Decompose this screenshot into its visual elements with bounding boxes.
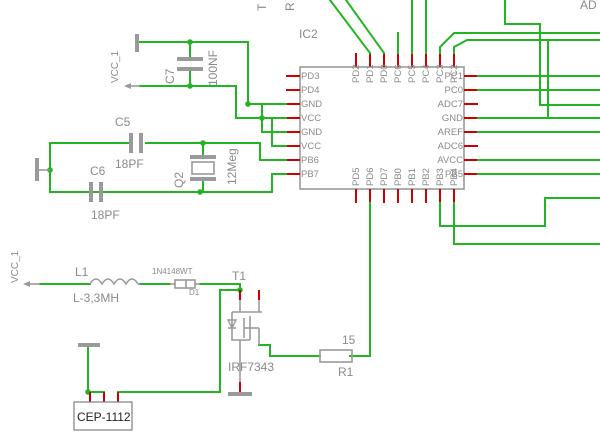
ic2-pin-pd0: PD0 bbox=[379, 65, 390, 83]
ic2-pin-pd4: PD4 bbox=[301, 85, 319, 96]
q2-label: Q2 bbox=[172, 172, 186, 188]
c6-label: C6 bbox=[90, 164, 106, 178]
wire-vcc-1 bbox=[235, 85, 287, 119]
vcc-top-label: VCC_1 bbox=[110, 50, 121, 83]
ic2-pin-pc0: PC0 bbox=[445, 85, 463, 96]
ic2-pin-pd6: PD6 bbox=[365, 168, 376, 186]
ic2-pin-pd5: PD5 bbox=[351, 168, 362, 186]
wire-pb6 bbox=[202, 142, 287, 161]
ic2-pin-pb2: PB2 bbox=[421, 168, 432, 186]
ic2-pin-pb5: PB5 bbox=[445, 169, 463, 180]
ic2-pin-aref: AREF bbox=[438, 127, 464, 138]
ic2-pin-gnd-2: GND bbox=[301, 127, 322, 138]
ic2-pin-pd1: PD1 bbox=[365, 65, 376, 83]
c6-capacitor: C6 18PF bbox=[89, 164, 120, 222]
wire-t1-r1 bbox=[258, 344, 321, 357]
ic2-pin-pb3: PB3 bbox=[435, 168, 446, 186]
t1-mosfet: T1 IRF7343 bbox=[226, 269, 274, 396]
junctions bbox=[47, 39, 265, 395]
vcc-supply-left: VCC_1 bbox=[10, 250, 40, 287]
ic2-pin-gnd-1: GND bbox=[301, 99, 322, 110]
top-fragment-ad: AD bbox=[580, 0, 597, 12]
ic2-pin-pb0: PB0 bbox=[393, 168, 404, 186]
c7-capacitor: C7 100NF bbox=[163, 50, 220, 86]
l1-label: L1 bbox=[75, 265, 89, 279]
c7-label: C7 bbox=[163, 68, 177, 84]
c5-capacitor: C5 18PF bbox=[115, 115, 144, 171]
wire-pc2 bbox=[453, 39, 600, 54]
wire-t1-connector bbox=[117, 289, 241, 393]
t1-part: IRF7343 bbox=[228, 360, 274, 374]
wire-pb3 bbox=[439, 197, 600, 227]
wire-r1-pd6 bbox=[349, 202, 371, 357]
ic2-pin-pb4: PB4 bbox=[449, 168, 460, 186]
l1-inductor: L1 L-3,3MH bbox=[73, 265, 140, 305]
vcc-left-label: VCC_1 bbox=[10, 250, 21, 283]
ground-symbol-left bbox=[35, 158, 50, 181]
ic2-right-pins: PC1 PC0 ADC7 GND AREF ADC6 AVCC PB5 bbox=[437, 71, 478, 180]
d1-part: 1N4148WT bbox=[152, 267, 193, 276]
wire-vcc-2 bbox=[271, 117, 287, 147]
ic2-pin-vcc-1: VCC bbox=[301, 113, 321, 124]
wires bbox=[39, 0, 600, 393]
ic2-label: IC2 bbox=[299, 27, 318, 41]
ic2-chip: IC2 PD3 PD4 GND VCC GND VCC PB6 PB7 bbox=[286, 27, 478, 203]
t1-label: T1 bbox=[232, 269, 246, 283]
ic2-pin-pc6: PC6 bbox=[393, 65, 404, 83]
c7-value: 100NF bbox=[206, 50, 220, 86]
ic2-pin-pd7: PD7 bbox=[379, 168, 390, 186]
ic2-pin-pb6: PB6 bbox=[301, 155, 319, 166]
ic2-pin-pc5: PC5 bbox=[407, 65, 418, 83]
wire-pd1 bbox=[328, 0, 372, 55]
wire-connector-ground bbox=[87, 344, 105, 393]
c6-value: 18PF bbox=[91, 208, 120, 222]
q2-value: 12Meg bbox=[225, 148, 239, 185]
ic2-top-pins: PD2 PD1 PD0 PC6 PC5 PC4 PC3 PC2 bbox=[351, 53, 460, 83]
ic2-pin-pc4: PC4 bbox=[421, 65, 432, 83]
ic2-pin-pb7: PB7 bbox=[301, 169, 319, 180]
ic2-pin-adc6: ADC6 bbox=[438, 141, 463, 152]
c5-label: C5 bbox=[115, 115, 131, 129]
ic2-pin-adc7: ADC7 bbox=[438, 99, 463, 110]
q2-crystal: Q2 12Meg bbox=[172, 148, 239, 188]
ic2-left-pins: PD3 PD4 GND VCC GND VCC PB6 PB7 bbox=[286, 71, 322, 180]
cep-1112-connector: CEP-1112 bbox=[73, 392, 133, 431]
top-fragment-t: T bbox=[255, 3, 269, 11]
ic2-bottom-pins: PD5 PD6 PD7 PB0 PB1 PB2 PB3 PB4 bbox=[351, 168, 460, 203]
r1-label: R1 bbox=[338, 365, 354, 379]
ic2-pin-pd2: PD2 bbox=[351, 65, 362, 83]
wire-pb4 bbox=[453, 202, 600, 245]
ic2-pin-pc3: PC3 bbox=[435, 65, 446, 83]
ic2-body bbox=[299, 66, 465, 190]
d1-label: D1 bbox=[189, 288, 200, 297]
wire-gnd-2 bbox=[261, 103, 287, 133]
ic2-pin-pb1: PB1 bbox=[407, 168, 418, 186]
wire-pd0 bbox=[344, 0, 386, 55]
r1-resistor: 15 R1 bbox=[319, 333, 356, 379]
top-fragment-r: R bbox=[283, 2, 297, 11]
r1-value: 15 bbox=[342, 333, 356, 347]
ic2-pin-avcc: AVCC bbox=[437, 155, 463, 166]
c5-value: 18PF bbox=[115, 157, 144, 171]
ic2-pin-gnd-3: GND bbox=[442, 113, 463, 124]
wire-bus-a bbox=[504, 0, 600, 106]
ic2-pin-pc1: PC1 bbox=[445, 71, 463, 82]
wire-pc3 bbox=[439, 32, 600, 54]
wire-gnd-1 bbox=[189, 41, 287, 105]
connector-label: CEP-1112 bbox=[77, 410, 131, 424]
l1-value: L-3,3MH bbox=[73, 291, 119, 305]
wire-pb7 bbox=[199, 173, 287, 193]
vcc-supply-top: VCC_1 bbox=[110, 34, 140, 89]
d1-diode: 1N4148WT D1 bbox=[152, 267, 200, 297]
ic2-pin-pd3: PD3 bbox=[301, 71, 319, 82]
ic2-pin-vcc-2: VCC bbox=[301, 141, 321, 152]
ic2-pin-pc2: PC2 bbox=[449, 65, 460, 83]
